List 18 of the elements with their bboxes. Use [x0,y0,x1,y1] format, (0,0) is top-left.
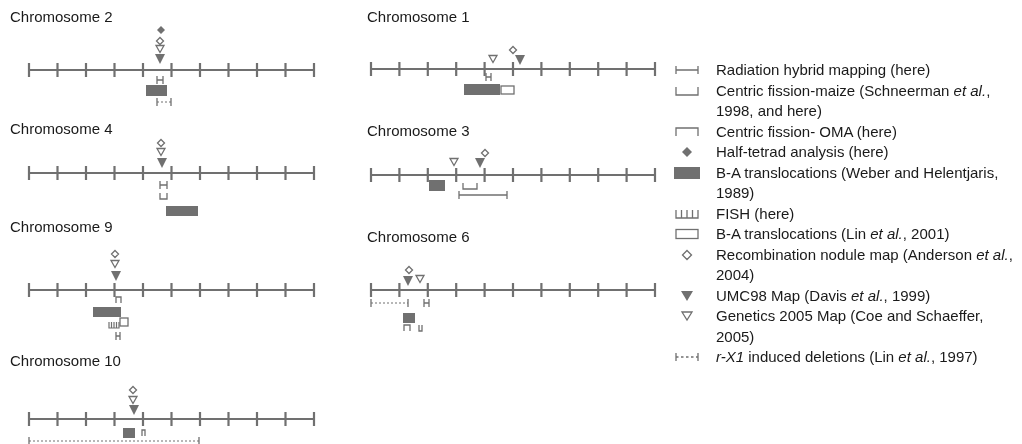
chromosome-title: Chromosome 6 [367,228,470,246]
chromosome-title: Chromosome 9 [10,218,113,236]
legend-text: B-A translocations (Weber and Helentjaris, 1989) [716,162,1000,203]
legend-text: Radiation hybrid mapping (here) [716,60,932,80]
legend-text: Half-tetrad analysis (here) [716,142,890,162]
legend-text: Genetics 2005 Map (Coe and Schaeffer, 2005) [716,306,985,347]
chromosome-title: Chromosome 3 [367,122,470,140]
legend-text: Recombination nodule map (Anderson et al., 2004) [716,244,1014,285]
legend-text: FISH (here) [716,203,796,224]
chromosome-title: Chromosome 1 [367,8,470,26]
legend-text: r-X1 induced deletions (Lin et al., 1997) [716,347,979,367]
legend-text: Centric fission- OMA (here) [716,121,898,142]
legend-text: B-A translocations (Lin et al., 2001) [716,224,951,244]
legend-text: UMC98 Map (Davis et al., 1999) [716,285,932,306]
chromosome-title: Chromosome 10 [10,352,121,370]
legend-text: Centric fission-maize (Schneerman et al., 1998, and here) [716,80,992,121]
chromosome-title: Chromosome 2 [10,8,113,26]
chromosome-title: Chromosome 4 [10,120,113,138]
